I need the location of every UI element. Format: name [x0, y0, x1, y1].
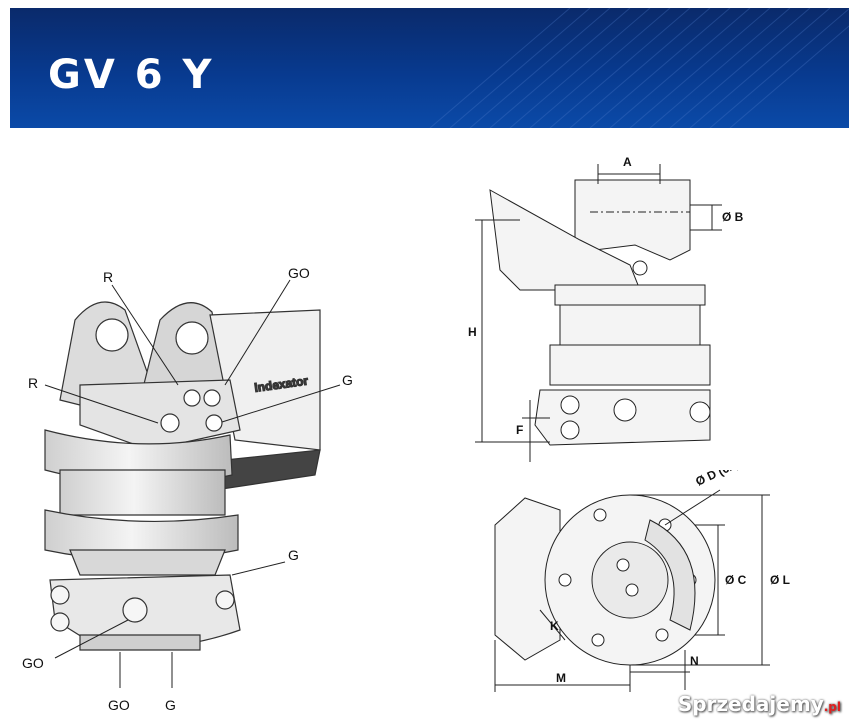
watermark: Sprzedajemy.pl [678, 692, 841, 716]
label-g-right: G [342, 372, 353, 388]
top-plate [79, 379, 241, 451]
dim-b: Ø B [722, 210, 744, 224]
dim-f: F [516, 423, 523, 437]
watermark-suffix: .pl [823, 700, 841, 714]
page-title: GV 6 Y [48, 52, 215, 98]
label-go-bottom-left: GO [22, 655, 44, 671]
rotator-body [44, 429, 239, 576]
dim-l: Ø L [770, 573, 790, 587]
dim-h: H [468, 325, 477, 339]
dim-k: K [550, 619, 559, 633]
dim-n: N [690, 654, 699, 668]
header-banner: GV 6 Y [10, 8, 849, 128]
dim-a: A [623, 155, 632, 169]
label-g-mid: G [288, 547, 299, 563]
hydraulic-swivel [49, 574, 241, 651]
label-r-left: R [28, 375, 38, 391]
banner-stripes [429, 8, 849, 128]
side-view-drawing: A Ø B H F [468, 155, 744, 462]
leader-lines [44, 279, 341, 688]
dimension-lines [475, 164, 722, 462]
dim-d: Ø D (6x) [693, 470, 741, 489]
rotator-isometric-view: indexator R GO R G G GO GO G [22, 265, 353, 713]
label-go-bottom: GO [108, 697, 130, 713]
dim-c: Ø C [725, 573, 747, 587]
label-g-bottom: G [165, 697, 176, 713]
label-go-top: GO [288, 265, 310, 281]
dim-m: M [556, 671, 566, 685]
side-view-outline [489, 179, 711, 446]
top-view-outline [494, 494, 716, 666]
watermark-text: Sprzedajemy [677, 692, 824, 716]
top-view-drawing: Ø D (6x) Ø C Ø L K N M [494, 470, 790, 692]
top-dimension-lines [494, 489, 770, 692]
label-r-top: R [103, 269, 113, 285]
